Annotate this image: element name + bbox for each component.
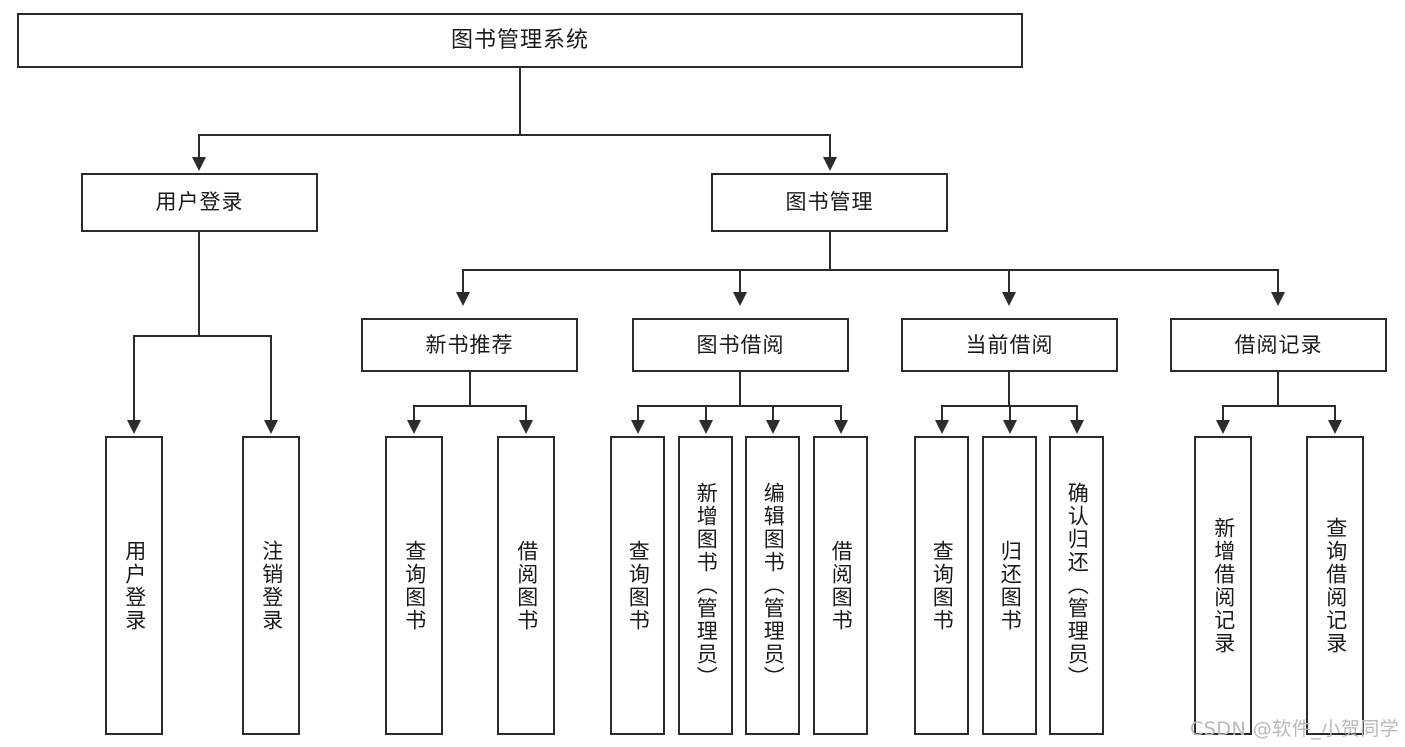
node-label: 注销登录: [259, 539, 284, 632]
node-root-book-management-system[interactable]: 图书管理系统: [17, 13, 1023, 68]
leaf-query-book-current[interactable]: 查询图书: [914, 436, 969, 735]
leaf-return-book[interactable]: 归还图书: [982, 436, 1037, 735]
node-label: 查询图书: [626, 539, 651, 632]
connector-to-borrow-record: [1277, 269, 1279, 294]
node-label: 图书借阅: [696, 332, 785, 357]
node-label: 借阅记录: [1234, 332, 1323, 357]
connector-current-borrow-drop-2: [1009, 405, 1011, 421]
arrow-leaf-query-book-1: [407, 420, 421, 434]
leaf-add-book-admin[interactable]: 新增图书（管理员）: [678, 436, 733, 735]
node-new-book-recommend[interactable]: 新书推荐: [361, 318, 578, 372]
arrow-leaf-return-book: [1003, 420, 1017, 434]
connector-new-book-drop-1: [413, 405, 415, 421]
leaf-user-login[interactable]: 用户登录: [105, 436, 163, 735]
leaf-add-borrow-record[interactable]: 新增借阅记录: [1194, 436, 1252, 735]
node-label: 新增图书（管理员）: [694, 482, 719, 689]
connector-to-current-borrow: [1008, 269, 1010, 294]
connector-level2-bus: [198, 134, 831, 136]
node-label: 查询图书: [402, 539, 427, 632]
arrow-leaf-edit-book: [766, 420, 780, 434]
arrow-leaf-add-record: [1216, 420, 1230, 434]
leaf-edit-book-admin[interactable]: 编辑图书（管理员）: [745, 436, 800, 735]
connector-book-borrow-bus: [637, 405, 842, 407]
connector-book-borrow-stem: [739, 372, 741, 407]
arrow-leaf-query-record: [1328, 420, 1342, 434]
arrow-leaf-borrow-book-2: [834, 420, 848, 434]
node-label: 查询图书: [930, 539, 955, 632]
arrow-leaf-query-book-2: [631, 420, 645, 434]
node-label: 确认归还（管理员）: [1065, 482, 1090, 689]
arrow-leaf-confirm-return: [1070, 420, 1084, 434]
node-label: 归还图书: [998, 539, 1023, 632]
connector-new-book-bus: [413, 405, 526, 407]
arrow-to-borrow-record: [1271, 292, 1285, 306]
connector-user-login-drop-2: [270, 335, 272, 421]
connector-to-book-borrow: [739, 269, 741, 294]
connector-book-borrow-drop-1: [637, 405, 639, 421]
connector-borrow-record-stem: [1277, 372, 1279, 407]
connector-level3-bus: [462, 269, 1278, 271]
connector-borrow-record-bus: [1222, 405, 1335, 407]
node-label: 当前借阅: [965, 332, 1054, 357]
leaf-query-book-new-recommend[interactable]: 查询图书: [385, 436, 443, 735]
arrow-leaf-add-book: [699, 420, 713, 434]
node-label: 借阅图书: [829, 539, 854, 632]
connector-borrow-record-drop-2: [1334, 405, 1336, 421]
connector-user-login-stem: [198, 232, 200, 336]
arrow-to-book-borrow: [733, 292, 747, 306]
connector-to-user-login: [198, 134, 200, 159]
node-label: 新增借阅记录: [1211, 516, 1236, 655]
node-label: 图书管理系统: [450, 27, 589, 53]
arrow-to-current-borrow: [1002, 292, 1016, 306]
node-user-login[interactable]: 用户登录: [81, 173, 318, 232]
arrow-to-book-management: [823, 157, 837, 171]
leaf-query-book-borrow[interactable]: 查询图书: [610, 436, 665, 735]
connector-current-borrow-drop-1: [941, 405, 943, 421]
connector-to-book-management: [829, 134, 831, 159]
arrow-leaf-logout: [264, 420, 278, 434]
connector-book-borrow-drop-4: [840, 405, 842, 421]
leaf-query-borrow-record[interactable]: 查询借阅记录: [1306, 436, 1364, 735]
arrow-to-new-book: [456, 292, 470, 306]
arrow-leaf-user-login: [127, 420, 141, 434]
connector-book-borrow-drop-2: [705, 405, 707, 421]
node-label: 图书管理: [785, 190, 874, 215]
arrow-leaf-query-book-3: [935, 420, 949, 434]
connector-root-stem: [519, 68, 521, 135]
node-current-borrow[interactable]: 当前借阅: [901, 318, 1118, 372]
connector-book-management-stem: [829, 232, 831, 271]
connector-new-book-stem: [469, 372, 471, 407]
node-book-management[interactable]: 图书管理: [711, 173, 948, 232]
connector-user-login-drop-1: [133, 335, 135, 421]
node-label: 新书推荐: [425, 332, 514, 357]
connector-current-borrow-drop-3: [1076, 405, 1078, 421]
node-label: 用户登录: [122, 539, 147, 632]
connector-book-borrow-drop-3: [772, 405, 774, 421]
connector-new-book-drop-2: [525, 405, 527, 421]
node-label: 借阅图书: [514, 539, 539, 632]
node-label: 查询借阅记录: [1323, 516, 1348, 655]
connector-current-borrow-stem: [1008, 372, 1010, 407]
arrow-to-user-login: [192, 157, 206, 171]
leaf-logout[interactable]: 注销登录: [242, 436, 300, 735]
leaf-confirm-return-admin[interactable]: 确认归还（管理员）: [1049, 436, 1104, 735]
connector-to-new-book: [462, 269, 464, 294]
arrow-leaf-borrow-book-1: [519, 420, 533, 434]
connector-borrow-record-drop-1: [1222, 405, 1224, 421]
leaf-borrow-book-borrow[interactable]: 借阅图书: [813, 436, 868, 735]
connector-user-login-bus: [133, 335, 271, 337]
leaf-borrow-book-new-recommend[interactable]: 借阅图书: [497, 436, 555, 735]
node-label: 编辑图书（管理员）: [761, 482, 786, 689]
node-label: 用户登录: [155, 190, 244, 215]
node-book-borrow[interactable]: 图书借阅: [632, 318, 849, 372]
node-borrow-record[interactable]: 借阅记录: [1170, 318, 1387, 372]
